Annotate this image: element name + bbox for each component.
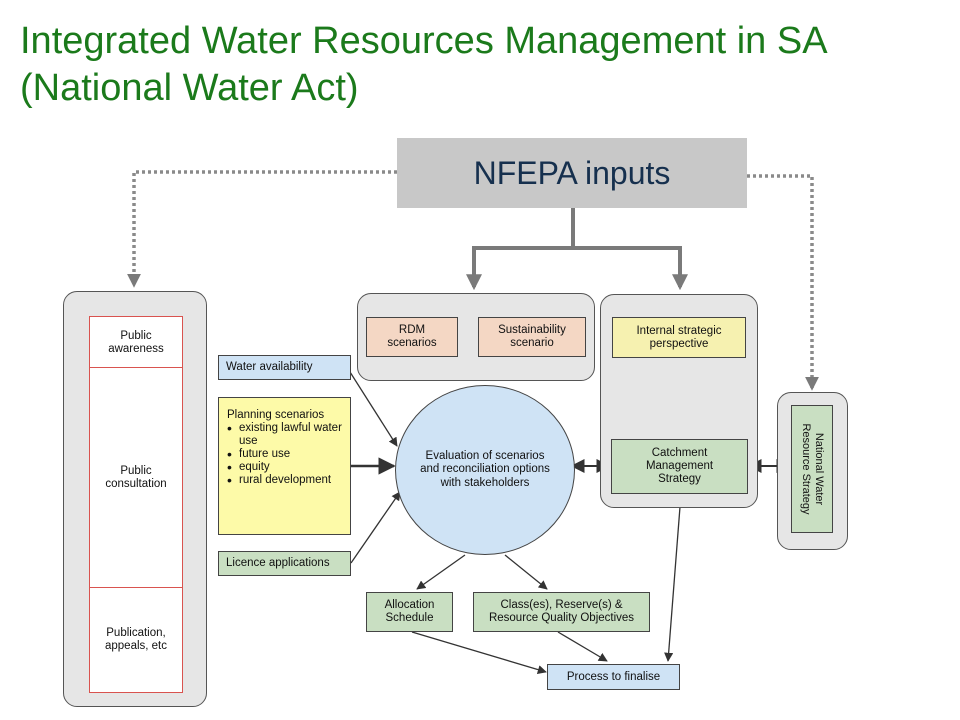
planning-item: equity — [227, 461, 342, 474]
water-availability-box: Water availability — [218, 355, 351, 380]
licence-applications-box: Licence applications — [218, 551, 351, 576]
planning-scenarios-box: Planning scenarios existing lawful water… — [218, 397, 351, 535]
nfepa-tree-right — [573, 246, 688, 291]
arrow-evaluation-to-allocation — [416, 554, 466, 590]
arrow-catchment-to-finalise — [664, 493, 682, 662]
process-to-finalise-box: Process to finalise — [547, 664, 680, 690]
internal-strategic-perspective-box: Internal strategic perspective — [612, 317, 746, 358]
public-consultation-box: Public consultation — [89, 367, 183, 589]
dotted-connector-left — [127, 170, 397, 288]
classes-reserves-rqo-box: Class(es), Reserve(s) & Resource Quality… — [473, 592, 650, 632]
publication-appeals-box: Publication, appeals, etc — [89, 587, 183, 693]
planning-scenarios-heading: Planning scenarios — [227, 409, 325, 421]
allocation-schedule-box: Allocation Schedule — [366, 592, 453, 632]
nfepa-tree-left — [466, 246, 573, 291]
sustainability-scenario-box: Sustainability scenario — [478, 317, 586, 357]
rdm-scenarios-box: RDM scenarios — [366, 317, 458, 357]
page-title-line1: Integrated Water Resources Management in… — [20, 20, 828, 62]
arrow-evaluation-to-classes — [504, 554, 548, 590]
nfepa-inputs-box: NFEPA inputs — [397, 138, 747, 208]
page-title: Integrated Water Resources Management in… — [20, 18, 950, 112]
page-title-line2: (National Water Act) — [20, 67, 359, 109]
national-water-resource-strategy-box: National Water Resource Strategy — [791, 405, 833, 533]
planning-item: future use — [227, 448, 342, 461]
arrow-wateravail-to-evaluation — [349, 371, 398, 447]
dotted-connector-right — [747, 174, 819, 391]
arrow-allocation-to-finalise — [411, 631, 547, 675]
planning-item: rural development — [227, 474, 342, 487]
planning-item: existing lawful water use — [227, 422, 342, 448]
arrow-licence-to-evaluation — [350, 491, 401, 564]
catchment-management-strategy-box: Catchment Management Strategy — [611, 439, 748, 494]
public-awareness-box: Public awareness — [89, 316, 183, 369]
planning-scenarios-list: existing lawful water use future use equ… — [227, 422, 342, 487]
arrow-classes-to-finalise — [557, 631, 608, 662]
evaluation-circle: Evaluation of scenarios and reconciliati… — [395, 385, 575, 555]
nwrs-label: National Water Resource Strategy — [800, 423, 825, 515]
